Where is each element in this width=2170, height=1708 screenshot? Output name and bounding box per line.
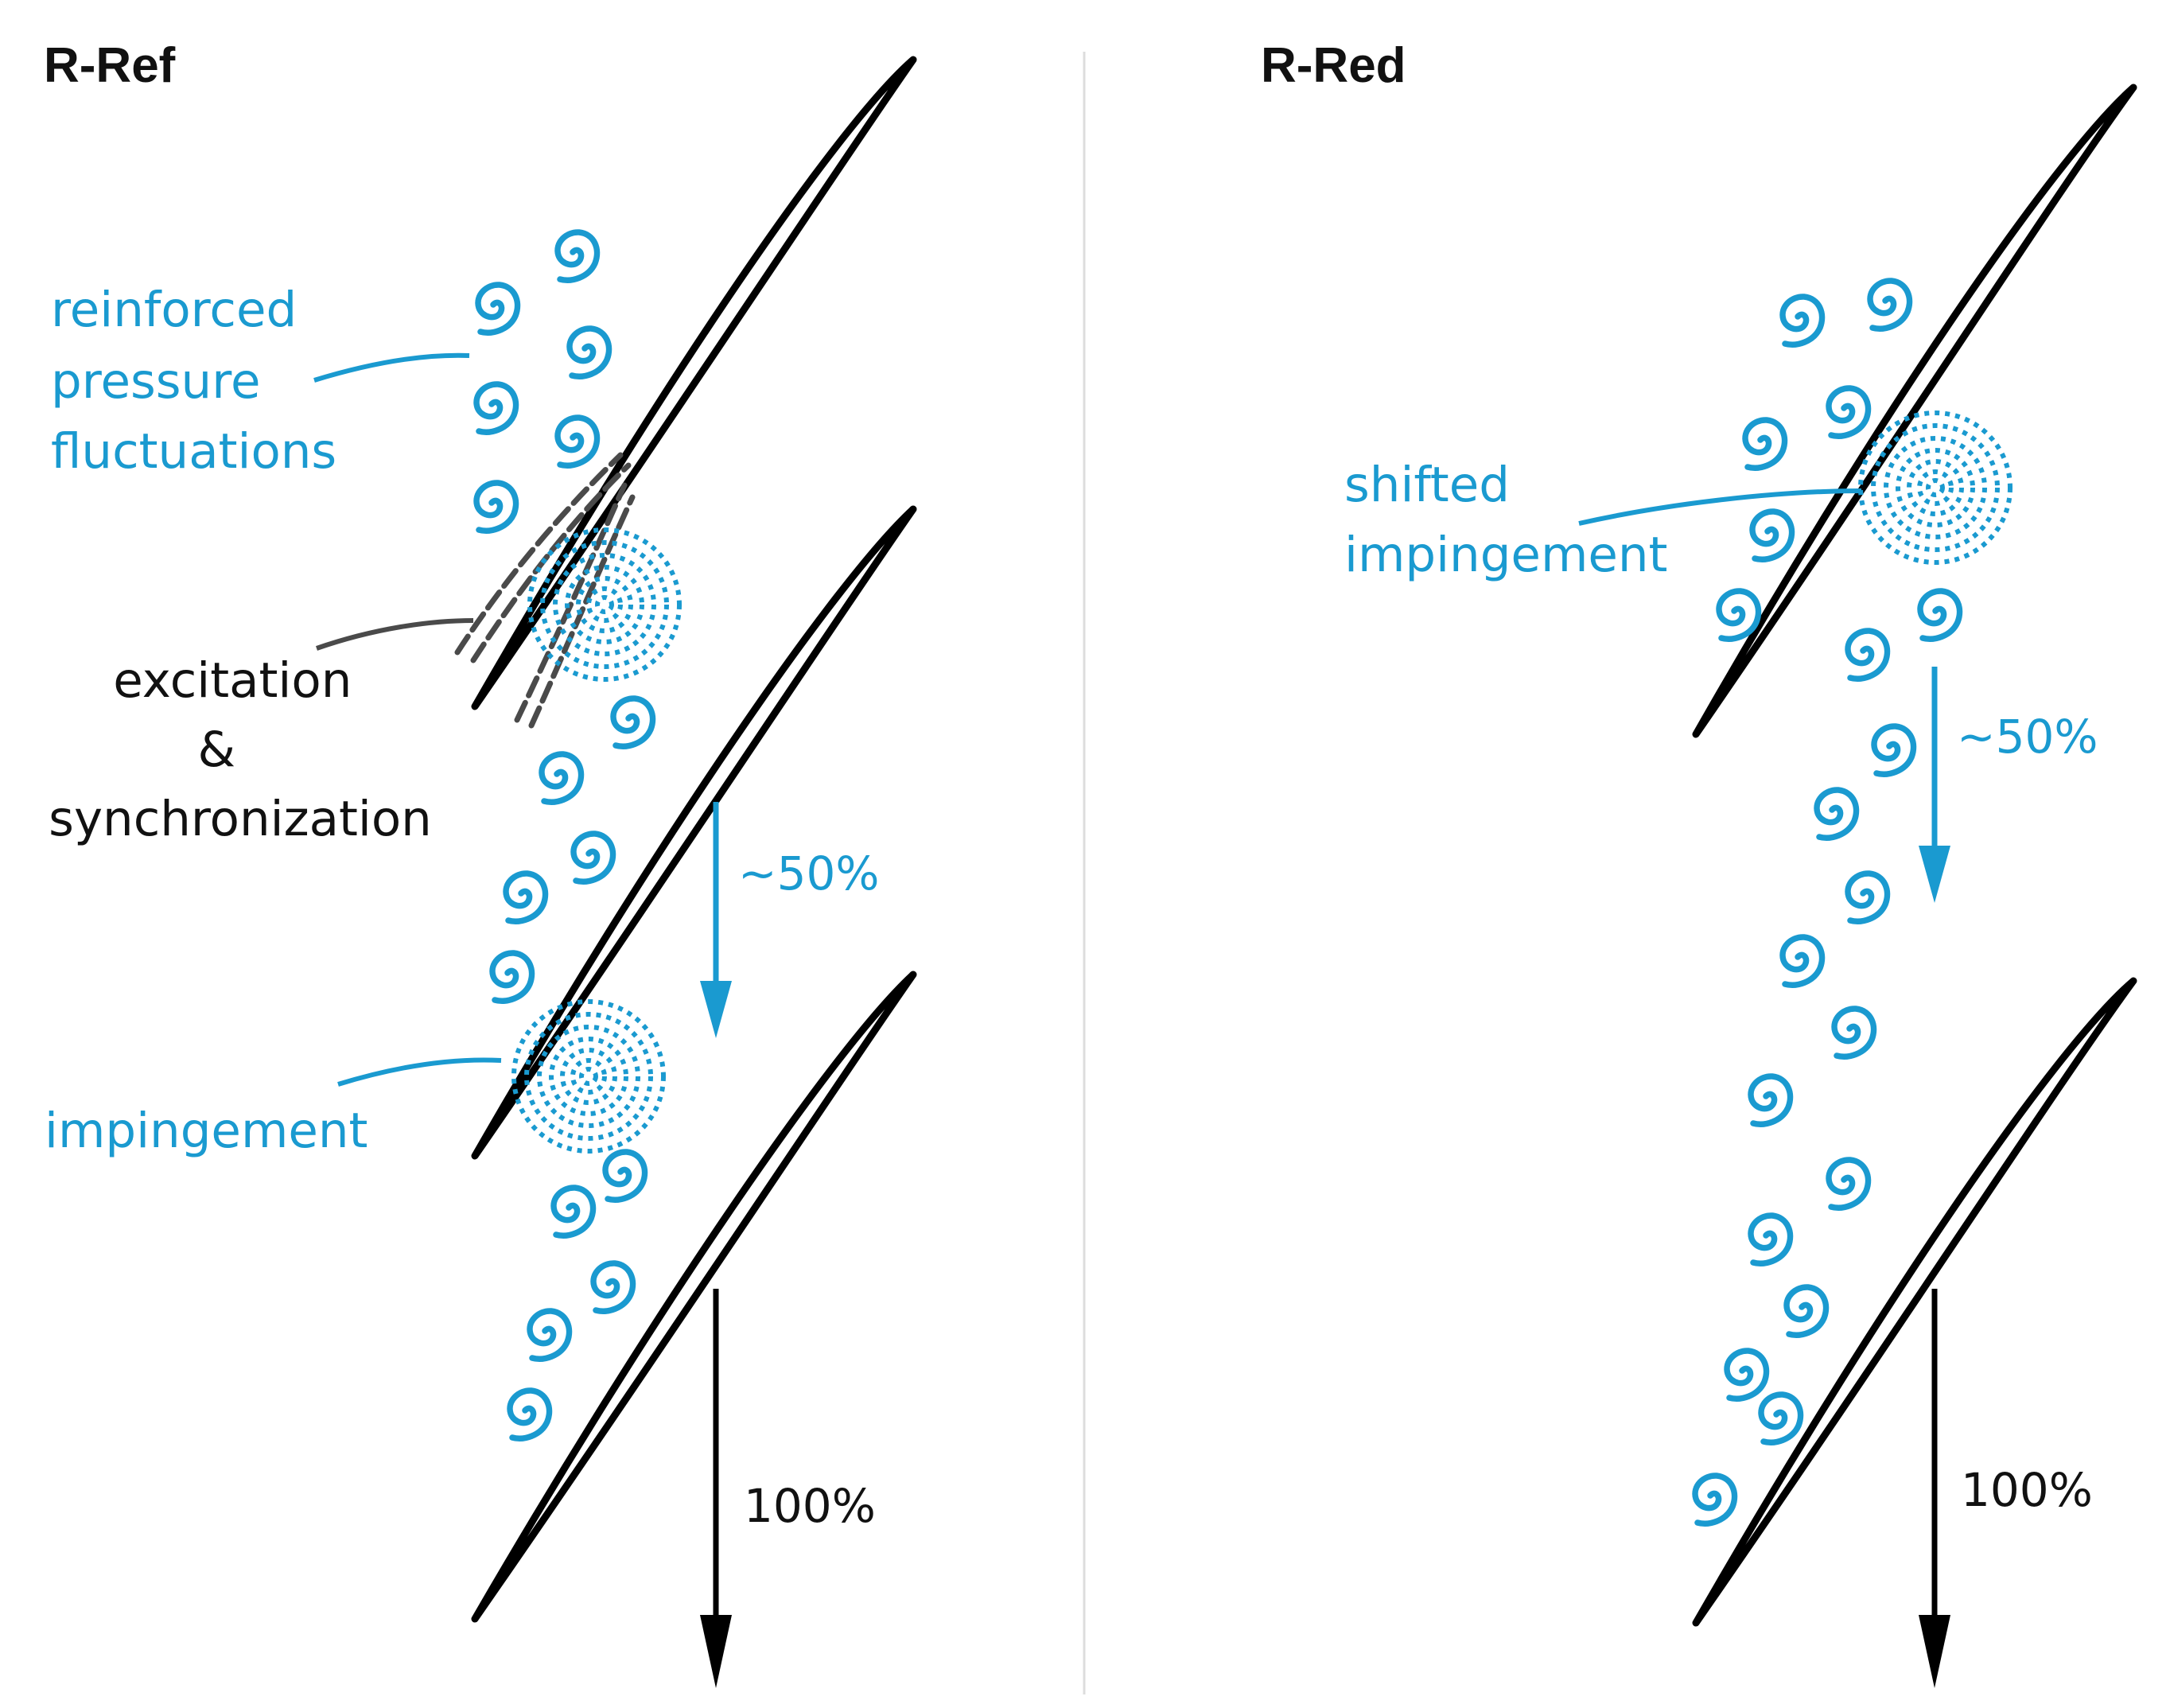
label-reinforced-line1: reinforced	[51, 282, 297, 338]
label-excitation-line2: &	[198, 722, 236, 778]
label-pct-100-right: 100%	[1961, 1463, 2093, 1517]
blade-bottom	[1692, 977, 2137, 1627]
label-excitation-line3: synchronization	[49, 791, 432, 847]
leader-impingement	[337, 1057, 502, 1087]
label-pct-50-right: ~50%	[1957, 710, 2098, 764]
leader-reinforced	[313, 352, 470, 383]
leader-shifted	[1578, 488, 1862, 526]
impingement-target-lower	[514, 1002, 663, 1151]
panel-title: R-Ref	[44, 38, 176, 93]
label-impingement: impingement	[45, 1103, 368, 1159]
arrow-100-left	[700, 1289, 732, 1688]
arrow-50-right	[1919, 667, 1950, 903]
vortex-swirls-left	[476, 232, 652, 1438]
label-pct-50-left: ~50%	[738, 846, 880, 901]
impingement-target-upper	[530, 530, 679, 679]
panel-r-ref: R-Ref	[44, 38, 917, 1688]
blade-bottom	[471, 971, 917, 1623]
label-reinforced-line2: pressure	[51, 353, 260, 410]
label-pct-100-left: 100%	[744, 1479, 876, 1533]
label-reinforced-line3: fluctuations	[51, 423, 336, 480]
panel-r-red: R-Red	[1261, 38, 2137, 1688]
label-shifted-line1: shifted	[1344, 457, 1510, 513]
label-shifted-line2: impingement	[1344, 527, 1667, 583]
leader-excitation	[316, 618, 474, 651]
label-excitation: excitation & synchronization	[49, 652, 432, 847]
blade-top	[1692, 84, 2137, 738]
blade-middle	[471, 505, 917, 1160]
panel-title: R-Red	[1261, 38, 1406, 93]
label-excitation-line1: excitation	[113, 652, 352, 709]
label-reinforced: reinforced pressure fluctuations	[51, 282, 336, 480]
label-shifted: shifted impingement	[1344, 457, 1667, 583]
arrow-100-right	[1919, 1289, 1950, 1688]
shifted-impingement-target	[1861, 413, 2010, 562]
blade-top	[471, 56, 917, 710]
arrow-50-left	[700, 802, 732, 1038]
